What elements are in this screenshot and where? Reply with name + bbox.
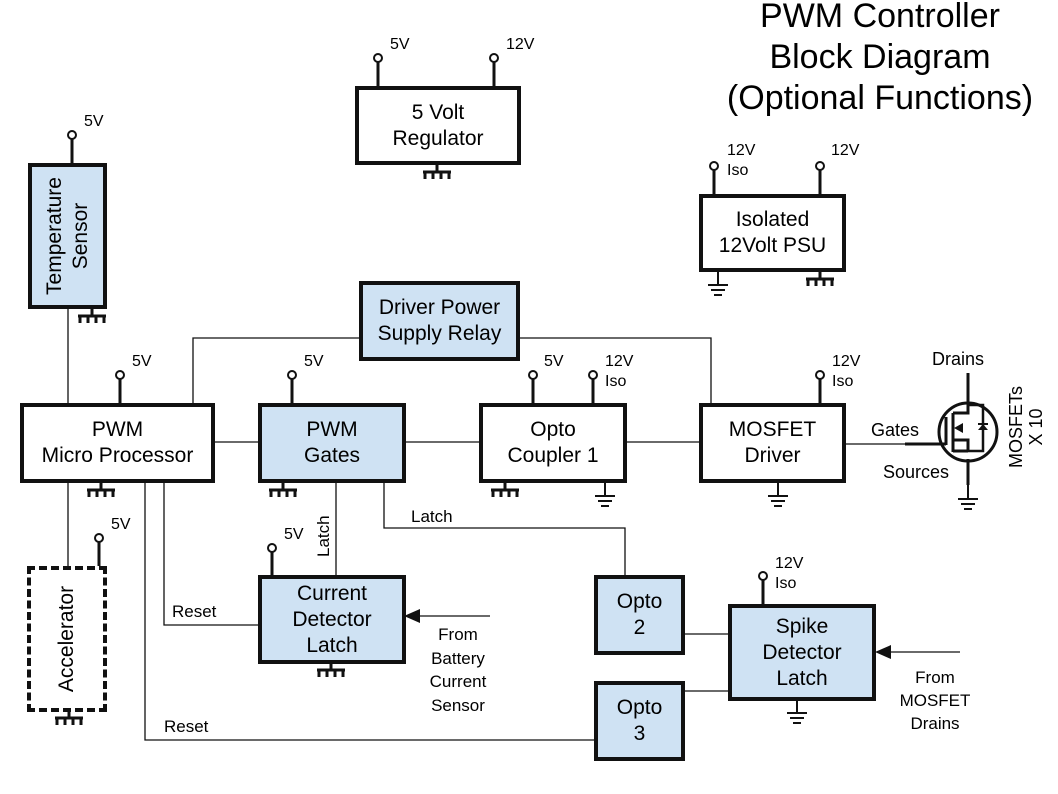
label-12v-iso: 12V Iso [775, 555, 804, 592]
block-opto-3: Opto 3 [594, 681, 685, 761]
pin-temp-5v [66, 129, 78, 166]
label-gates: Gates [871, 420, 920, 440]
label-5v: 5V [390, 36, 410, 53]
block-5v-regulator: 5 Volt Regulator [355, 86, 521, 165]
label-reset: Reset [164, 717, 209, 736]
earth-ground-icon [707, 270, 729, 296]
label-12v: 12V [831, 142, 860, 159]
block-current-detector-latch: Current Detector Latch [258, 575, 406, 664]
block-label: Opto 3 [616, 696, 663, 745]
block-label: Driver Power Supply Relay [377, 296, 502, 345]
chassis-ground-icon [76, 306, 108, 325]
wire-reset-opto3 [144, 482, 596, 741]
chassis-ground-icon [804, 269, 836, 288]
label-5v: 5V [304, 353, 324, 370]
pin-gates-5v [286, 369, 298, 406]
pin-current-5v [266, 542, 278, 579]
wire-latch-opto2 [383, 482, 626, 577]
chassis-ground-icon [85, 480, 117, 499]
wire-relay-to-driver [518, 337, 712, 404]
block-accelerator: Accelerator [27, 566, 107, 712]
pin-accel-5v [93, 532, 105, 569]
block-label: Opto Coupler 1 [507, 418, 599, 467]
pin-regulator-12v [488, 52, 500, 89]
pin-regulator-5v [372, 52, 384, 89]
block-opto-2: Opto 2 [594, 575, 685, 655]
label-latch-vertical: Latch [314, 515, 333, 557]
chassis-ground-icon [421, 162, 453, 181]
block-pwm-micro-processor: PWM Micro Processor [20, 403, 215, 483]
label-5v: 5V [284, 526, 304, 543]
diagram-title: PWM Controller Block Diagram (Optional F… [726, 0, 1034, 117]
pin-spike-12viso [757, 570, 769, 607]
earth-ground-icon [786, 698, 808, 724]
label-12v: 12V [506, 36, 535, 53]
label-mosfets-x10: MOSFETs X 10 [1006, 386, 1046, 469]
mosfet-icon [905, 373, 999, 485]
block-label: PWM Gates [303, 418, 361, 467]
label-drains: Drains [932, 349, 985, 369]
pin-psu-12v [814, 160, 826, 197]
block-label: PWM Micro Processor [41, 418, 194, 467]
pin-psu-12viso [708, 160, 720, 197]
block-isolated-psu: Isolated 12Volt PSU [699, 194, 846, 272]
label-from-battery-sensor: From Battery Current Sensor [429, 625, 487, 715]
block-temperature-sensor: Temperature Sensor [28, 163, 107, 309]
block-label: Opto 2 [616, 590, 663, 639]
block-label: MOSFET Driver [728, 418, 817, 467]
block-label: Current Detector Latch [292, 581, 372, 657]
label-from-mosfet-drains: From MOSFET Drains [899, 668, 971, 733]
chassis-ground-icon [315, 660, 347, 679]
label-12v-iso: 12V Iso [605, 353, 634, 390]
wire-reset-current-latch [163, 482, 260, 626]
block-opto-coupler-1: Opto Coupler 1 [479, 403, 627, 483]
block-label: Temperature Sensor [42, 177, 92, 295]
label-5v: 5V [111, 516, 131, 533]
label-12v-iso: 12V Iso [727, 142, 756, 179]
arrow-icon [875, 645, 891, 659]
block-spike-detector-latch: Spike Detector Latch [728, 604, 876, 701]
chassis-ground-icon [489, 480, 521, 499]
block-mosfet-driver: MOSFET Driver [699, 403, 846, 483]
label-12v-iso: 12V Iso [832, 353, 861, 390]
label-latch: Latch [411, 507, 453, 526]
arrow-icon [404, 609, 420, 623]
block-label: 5 Volt Regulator [392, 100, 484, 150]
signal-wires [67, 308, 960, 741]
pin-driver-12viso [814, 369, 826, 406]
chassis-ground-icon [53, 708, 85, 727]
label-5v: 5V [544, 353, 564, 370]
earth-ground-icon [957, 484, 979, 510]
earth-ground-icon [594, 481, 616, 507]
chassis-ground-icon [267, 480, 299, 499]
label-5v: 5V [84, 113, 104, 130]
wire-micro-to-relay [192, 337, 360, 404]
earth-ground-icon [767, 481, 789, 507]
label-reset: Reset [172, 602, 217, 621]
label-sources: Sources [883, 462, 950, 482]
block-label: Spike Detector Latch [762, 614, 842, 690]
block-driver-power-relay: Driver Power Supply Relay [359, 281, 520, 361]
block-pwm-gates: PWM Gates [258, 403, 406, 483]
pin-micro-5v [114, 369, 126, 406]
pin-opto1-12viso [587, 369, 599, 406]
label-5v: 5V [132, 353, 152, 370]
block-label: Isolated 12Volt PSU [718, 208, 827, 257]
pin-opto1-5v [527, 369, 539, 406]
block-label: Accelerator [55, 585, 78, 693]
